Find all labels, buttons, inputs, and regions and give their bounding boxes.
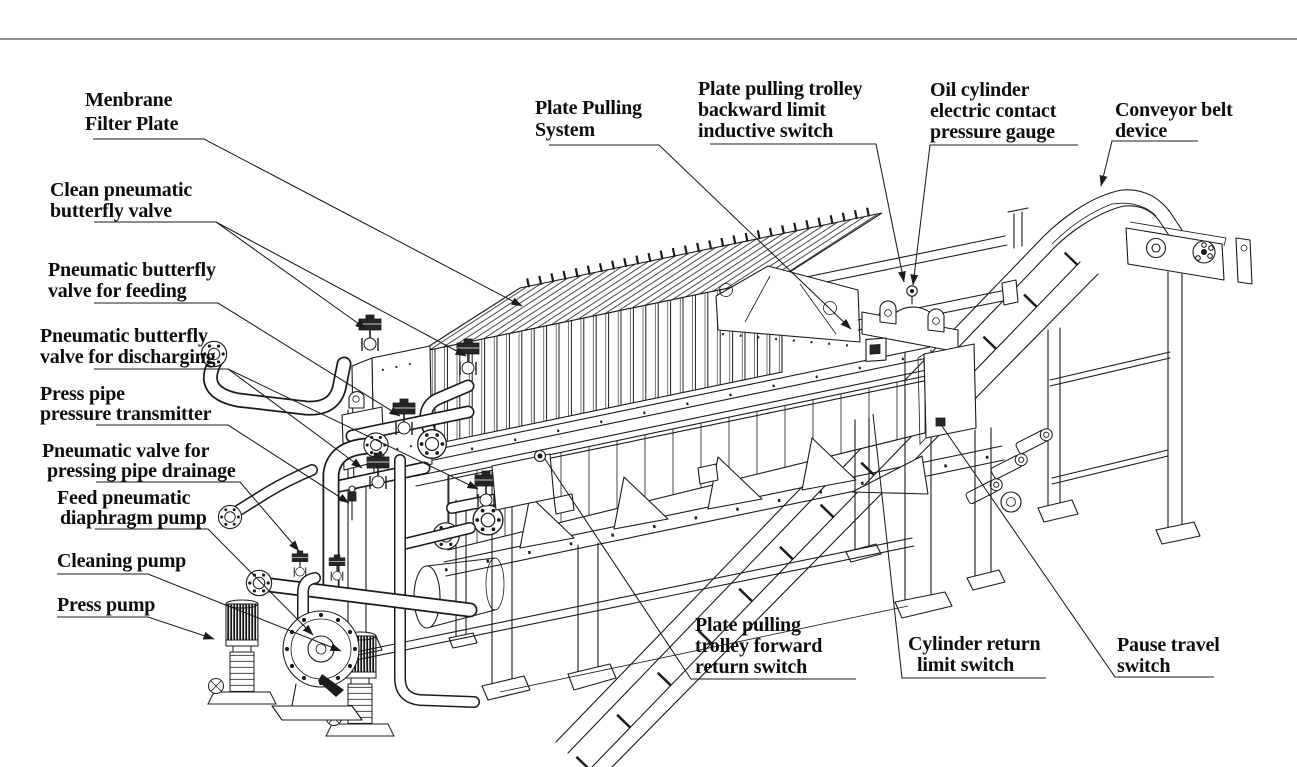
conveyor-return-rollers <box>964 426 1055 513</box>
label-plate-pulling-trolley-backward-limit-inductive-switch: Plate pulling trolley backward limit ind… <box>698 78 867 142</box>
label-press-pipe-pressure-transmitter: Press pipe pressure transmitter <box>40 383 212 425</box>
pressure-transmitter <box>347 485 357 521</box>
trolley-forward-return-switch-part <box>491 449 555 511</box>
pause-travel-switch-part <box>935 417 946 427</box>
press-support-frame <box>337 349 1006 701</box>
lifting-lug <box>348 391 365 409</box>
cake-deflectors <box>519 437 929 549</box>
label-clean-pneumatic-butterfly-valve: Clean pneumatic butterfly valve <box>50 179 197 222</box>
oil-cylinder-assembly <box>861 285 977 445</box>
discharge-roller <box>413 557 505 629</box>
conveyor-belt-device <box>555 189 1253 767</box>
press-pump-unit <box>207 599 277 705</box>
label-pneumatic-butterfly-valve-for-feeding: Pneumatic butterfly valve for feeding <box>48 259 221 302</box>
label-cleaning-pump: Cleaning pump <box>57 550 186 572</box>
cylinder-return-limit-switch-part <box>865 337 887 362</box>
labels: Menbrane Filter Plate Clean pneumatic bu… <box>40 78 1237 678</box>
diaphragm-pump <box>271 572 363 721</box>
label-pneumatic-valve-for-pressing-pipe-drainage: Pneumatic valve for pressing pipe draina… <box>42 440 236 482</box>
leader-lines <box>57 138 1214 680</box>
label-plate-pulling-trolley-forward-return-switch: Plate pulling trolley forward return swi… <box>695 614 827 678</box>
label-pneumatic-butterfly-valve-for-discharging: Pneumatic butterfly valve for dischargin… <box>40 325 216 368</box>
drainage-valve-1 <box>291 550 309 578</box>
butterfly-valve-clean-1 <box>358 314 382 352</box>
label-press-pump: Press pump <box>57 594 155 616</box>
label-pause-travel-switch: Pause travel switch <box>1117 634 1224 677</box>
label-cylinder-return-limit-switch: Cylinder return limit switch <box>908 633 1045 676</box>
pump-station <box>207 572 395 737</box>
label-feed-pneumatic-diaphragm-pump: Feed pneumatic diaphragm pump <box>57 487 207 529</box>
belt-cleats <box>575 251 1079 767</box>
plate-handles-row <box>526 205 879 288</box>
label-oil-cylinder-electric-contact-pressure-gauge: Oil cylinder electric contact pressure g… <box>930 79 1061 143</box>
label-conveyor-belt-device: Conveyor belt device <box>1115 99 1237 142</box>
label-membrane-filter-plate: Menbrane Filter Plate <box>85 89 179 135</box>
feed-piping <box>200 340 528 708</box>
conveyor-legs <box>1037 271 1201 545</box>
label-plate-pulling-system: Plate Pulling System <box>535 97 647 141</box>
conveyor-drive-head <box>1125 221 1253 285</box>
control-box <box>917 343 977 445</box>
